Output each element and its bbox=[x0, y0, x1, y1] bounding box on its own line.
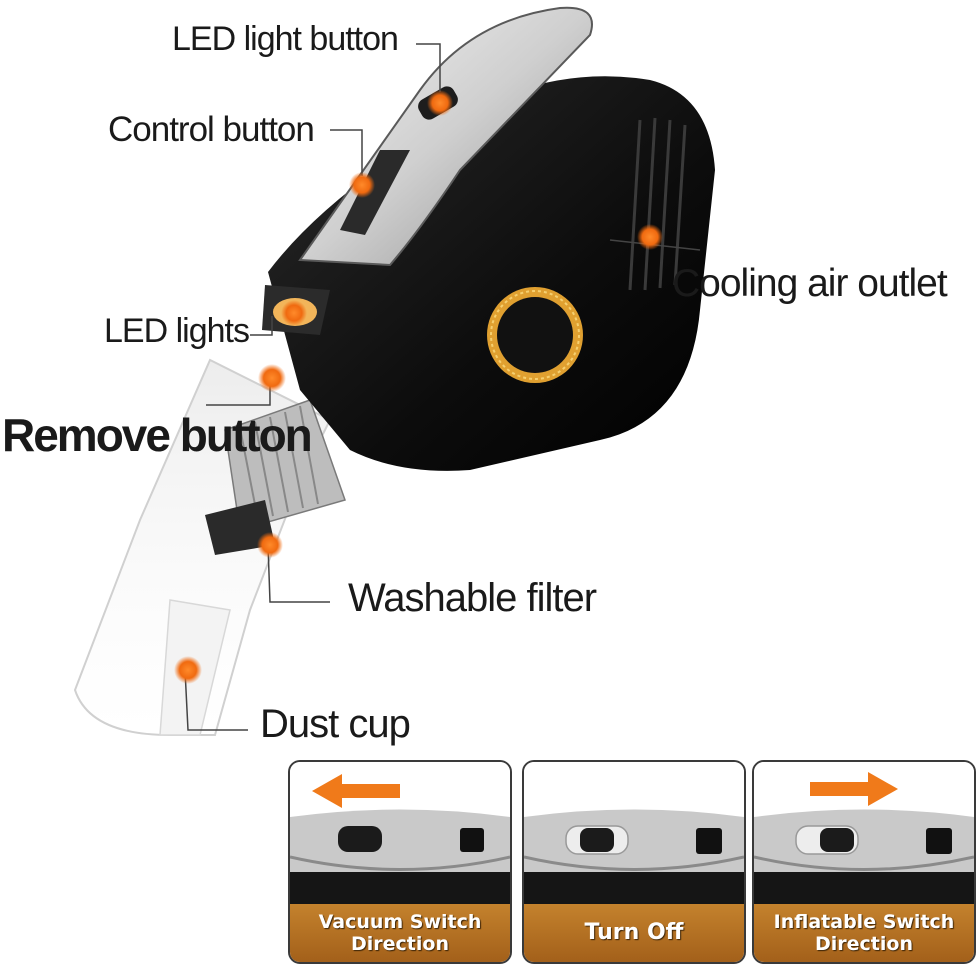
cooling-outlet-dot bbox=[637, 224, 663, 250]
switch-panel-inflate: Inflatable Switch Direction bbox=[752, 760, 976, 964]
caption-vacuum-line2: Direction bbox=[351, 933, 449, 955]
label-washable-filter: Washable filter bbox=[348, 576, 596, 621]
caption-inflate: Inflatable Switch Direction bbox=[754, 904, 974, 962]
caption-vacuum: Vacuum Switch Direction bbox=[290, 904, 510, 962]
led-lights-dot bbox=[281, 300, 307, 326]
caption-off: Turn Off bbox=[524, 904, 744, 962]
label-dust-cup: Dust cup bbox=[260, 702, 410, 747]
label-led-light-button: LED light button bbox=[172, 20, 398, 59]
switch-panel-off: Turn Off bbox=[522, 760, 746, 964]
caption-inflate-line1: Inflatable Switch bbox=[774, 911, 955, 933]
switch-closeup-off bbox=[524, 762, 744, 904]
caption-inflate-line2: Direction bbox=[815, 933, 913, 955]
label-led-lights: LED lights bbox=[104, 312, 249, 351]
switch-panel-vacuum: Vacuum Switch Direction bbox=[288, 760, 512, 964]
label-remove-button: Remove button bbox=[2, 408, 311, 462]
label-control-button: Control button bbox=[108, 110, 314, 150]
remove-button-dot bbox=[258, 364, 286, 392]
caption-vacuum-line1: Vacuum Switch bbox=[319, 911, 482, 933]
dust-cup-dot bbox=[174, 656, 202, 684]
label-cooling-air-outlet: Cooling air outlet bbox=[672, 262, 947, 306]
filter-dot bbox=[257, 532, 283, 558]
caption-off-line1: Turn Off bbox=[585, 922, 684, 944]
led-button-dot bbox=[427, 90, 453, 116]
switch-closeup-vacuum bbox=[290, 762, 510, 904]
switch-closeup-inflate bbox=[754, 762, 974, 904]
control-button-dot bbox=[349, 172, 375, 198]
